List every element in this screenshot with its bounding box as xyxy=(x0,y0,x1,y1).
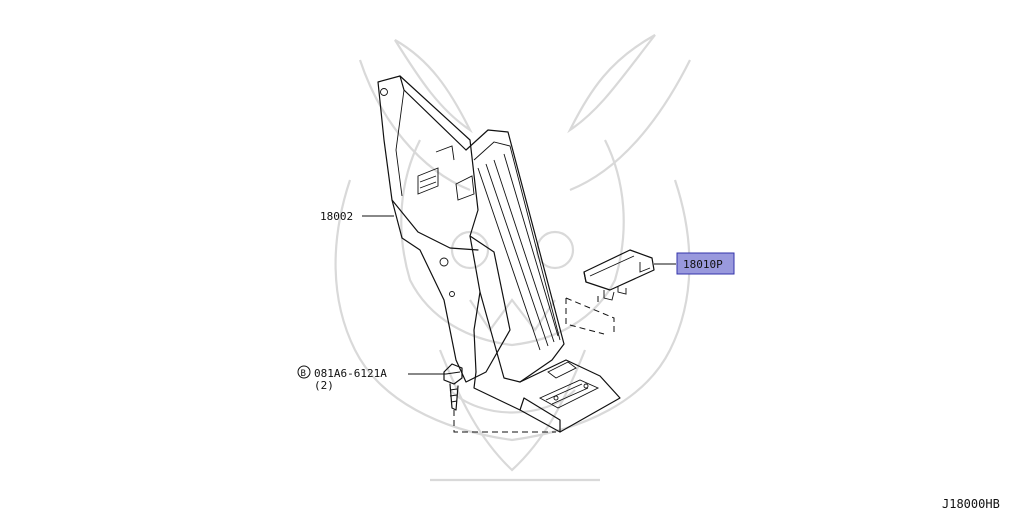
label-18002[interactable]: 18002 xyxy=(320,210,353,223)
label-bolt-number[interactable]: 081A6-6121A xyxy=(314,367,387,380)
accelerator-sensor-part xyxy=(565,249,655,335)
label-bolt-quantity: (2) xyxy=(314,379,334,392)
label-18010P-highlight xyxy=(676,252,735,275)
pedal-pad-part xyxy=(465,129,621,433)
diagram-code: J18000HB xyxy=(942,497,1000,511)
label-18010P-group[interactable]: 18010P xyxy=(676,252,735,275)
watermark-emblem xyxy=(334,34,691,482)
bolt-label-group[interactable]: B 081A6-6121A (2) xyxy=(297,365,387,392)
label-18010P[interactable]: 18010P xyxy=(683,258,723,271)
bolt-symbol-circle xyxy=(297,365,311,379)
leader-lines xyxy=(362,215,676,375)
bolt-part xyxy=(443,363,556,433)
pedal-bracket-part xyxy=(377,75,511,383)
bolt-symbol: B xyxy=(301,369,306,379)
